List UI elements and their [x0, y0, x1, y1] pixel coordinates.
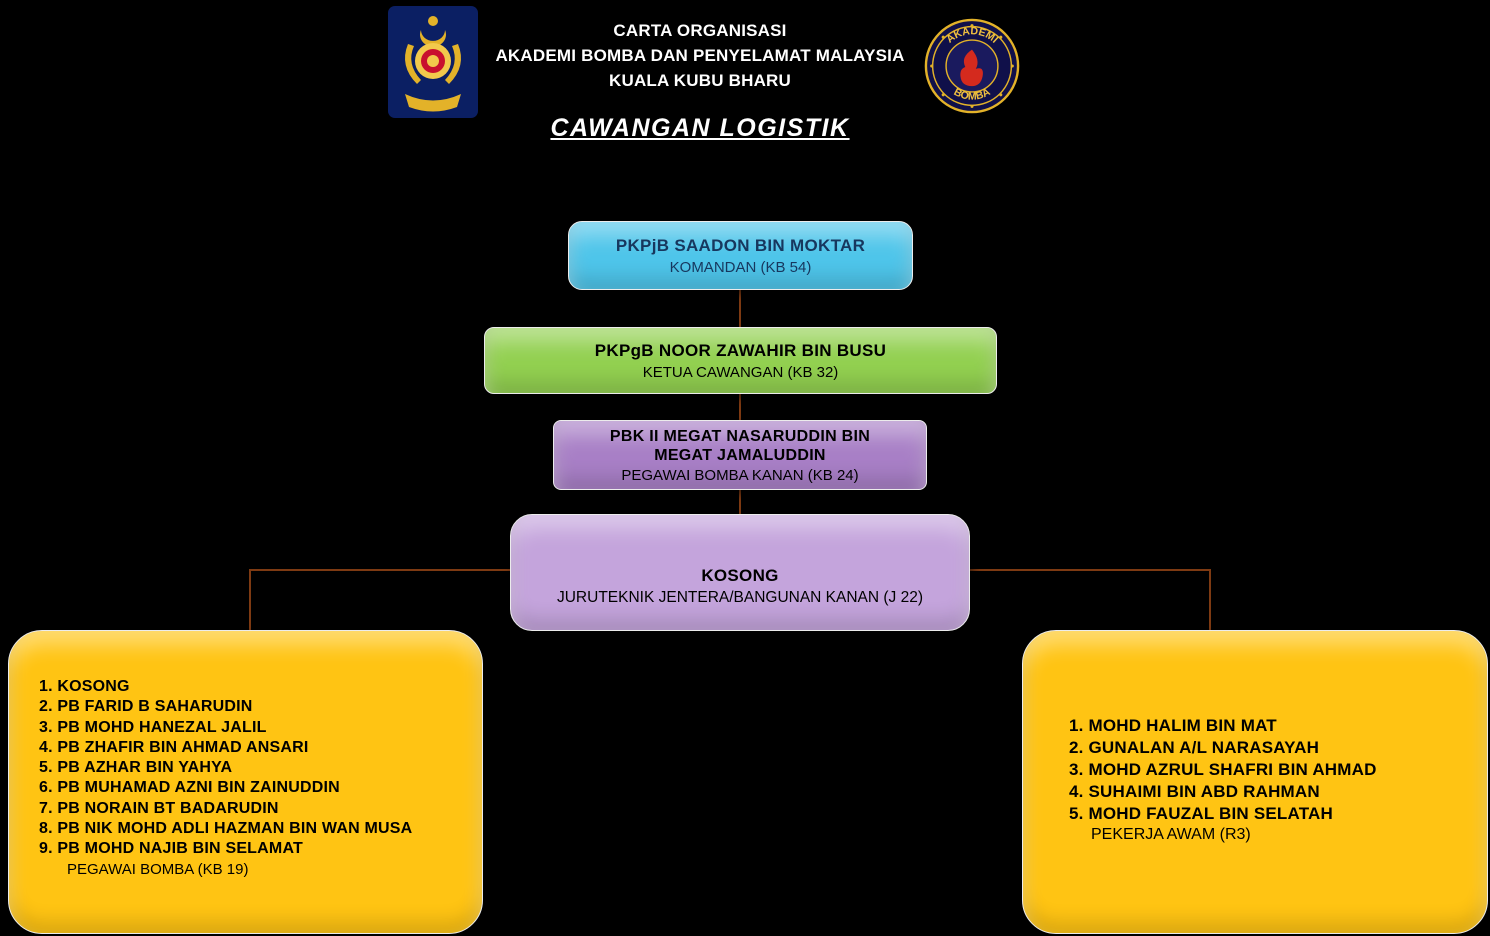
connector-line	[1209, 569, 1211, 631]
org-box-ketua-cawangan: PKPgB NOOR ZAWAHIR BIN BUSU KETUA CAWANG…	[484, 327, 997, 394]
badge-bottom-text: BOMBA	[952, 86, 993, 103]
list-item: 1. MOHD HALIM BIN MAT	[1069, 716, 1277, 735]
connector-line	[739, 393, 741, 421]
badge-top-text: AKADEMI	[944, 25, 1000, 46]
title-line-2: AKADEMI BOMBA DAN PENYELAMAT MALAYSIA	[495, 46, 905, 65]
list-item: 8. PB NIK MOHD ADLI HAZMAN BIN WAN MUSA	[39, 820, 413, 838]
list-item: 3. PB MOHD HANEZAL JALIL	[39, 718, 267, 736]
title-line-3: KUALA KUBU BHARU	[609, 71, 791, 90]
list-footer: PEGAWAI BOMBA (KB 19)	[67, 860, 249, 878]
staff-list: 1. KOSONG 2. PB FARID B SAHARUDIN 3. PB MO…	[39, 677, 412, 860]
title-line-1: CARTA ORGANISASI	[613, 21, 787, 40]
list-item: 2. PB FARID B SAHARUDIN	[39, 698, 253, 716]
person-name: PKPgB NOOR ZAWAHIR BIN BUSU	[594, 340, 887, 360]
list-item: 4. PB ZHAFIR BIN AHMAD ANSARI	[39, 738, 309, 756]
person-title: KOMANDAN (KB 54)	[669, 258, 812, 276]
svg-text:AKADEMI: AKADEMI	[944, 25, 1000, 46]
akademi-bomba-badge-icon: AKADEMI BOMBA	[924, 18, 1020, 114]
position-title: JURUTEKNIK JENTERA/BANGUNAN KANAN (J 22)	[556, 589, 924, 606]
list-footer: PEKERJA AWAM (R3)	[1091, 826, 1251, 843]
list-item: 6. PB MUHAMAD AZNI BIN ZAINUDDIN	[39, 779, 340, 797]
list-item: 1. KOSONG	[39, 678, 130, 695]
connector-line	[739, 489, 741, 514]
fire-department-crest-icon	[388, 6, 478, 118]
org-box-komandan: PKPjB SAADON BIN MOKTAR KOMANDAN (KB 54)	[568, 221, 913, 290]
org-box-pegawai-bomba-list: 1. KOSONG 2. PB FARID B SAHARUDIN 3. PB MO…	[8, 630, 483, 934]
list-item: 3. MOHD AZRUL SHAFRI BIN AHMAD	[1069, 760, 1377, 779]
list-item: 2. GUNALAN A/L NARASAYAH	[1069, 738, 1320, 757]
org-box-pekerja-awam-list: 1. MOHD HALIM BIN MAT 2. GUNALAN A/L NARA…	[1022, 630, 1488, 934]
vacancy-label: KOSONG	[701, 566, 779, 585]
person-title: KETUA CAWANGAN (KB 32)	[642, 363, 839, 381]
person-name: PKPjB SAADON BIN MOKTAR	[615, 235, 866, 255]
person-name-line1: PBK II MEGAT NASARUDDIN BIN	[609, 427, 871, 445]
svg-text:BOMBA: BOMBA	[952, 86, 993, 103]
list-item: 9. PB MOHD NAJIB BIN SELAMAT	[39, 840, 303, 858]
page-title: CARTA ORGANISASI AKADEMI BOMBA DAN PENYE…	[430, 18, 970, 93]
list-item: 7. PB NORAIN BT BADARUDIN	[39, 799, 279, 817]
list-item: 5. PB AZHAR BIN YAHYA	[39, 759, 233, 777]
person-title: PEGAWAI BOMBA KANAN (KB 24)	[621, 466, 859, 484]
connector-line	[739, 290, 741, 328]
person-name-line2: MEGAT JAMALUDDIN	[654, 446, 826, 464]
connector-line	[249, 569, 251, 631]
org-box-pegawai-bomba-kanan: PBK II MEGAT NASARUDDIN BIN MEGAT JAMALU…	[553, 420, 927, 490]
org-box-juruteknik: KOSONG JURUTEKNIK JENTERA/BANGUNAN KANAN…	[510, 514, 970, 631]
staff-list: 1. MOHD HALIM BIN MAT 2. GUNALAN A/L NARA…	[1069, 715, 1377, 825]
list-item: 5. MOHD FAUZAL BIN SELATAH	[1069, 804, 1333, 823]
list-item: 4. SUHAIMI BIN ABD RAHMAN	[1069, 782, 1320, 801]
flame-icon	[960, 49, 983, 87]
branch-subtitle: CAWANGAN LOGISTIK	[550, 114, 850, 142]
